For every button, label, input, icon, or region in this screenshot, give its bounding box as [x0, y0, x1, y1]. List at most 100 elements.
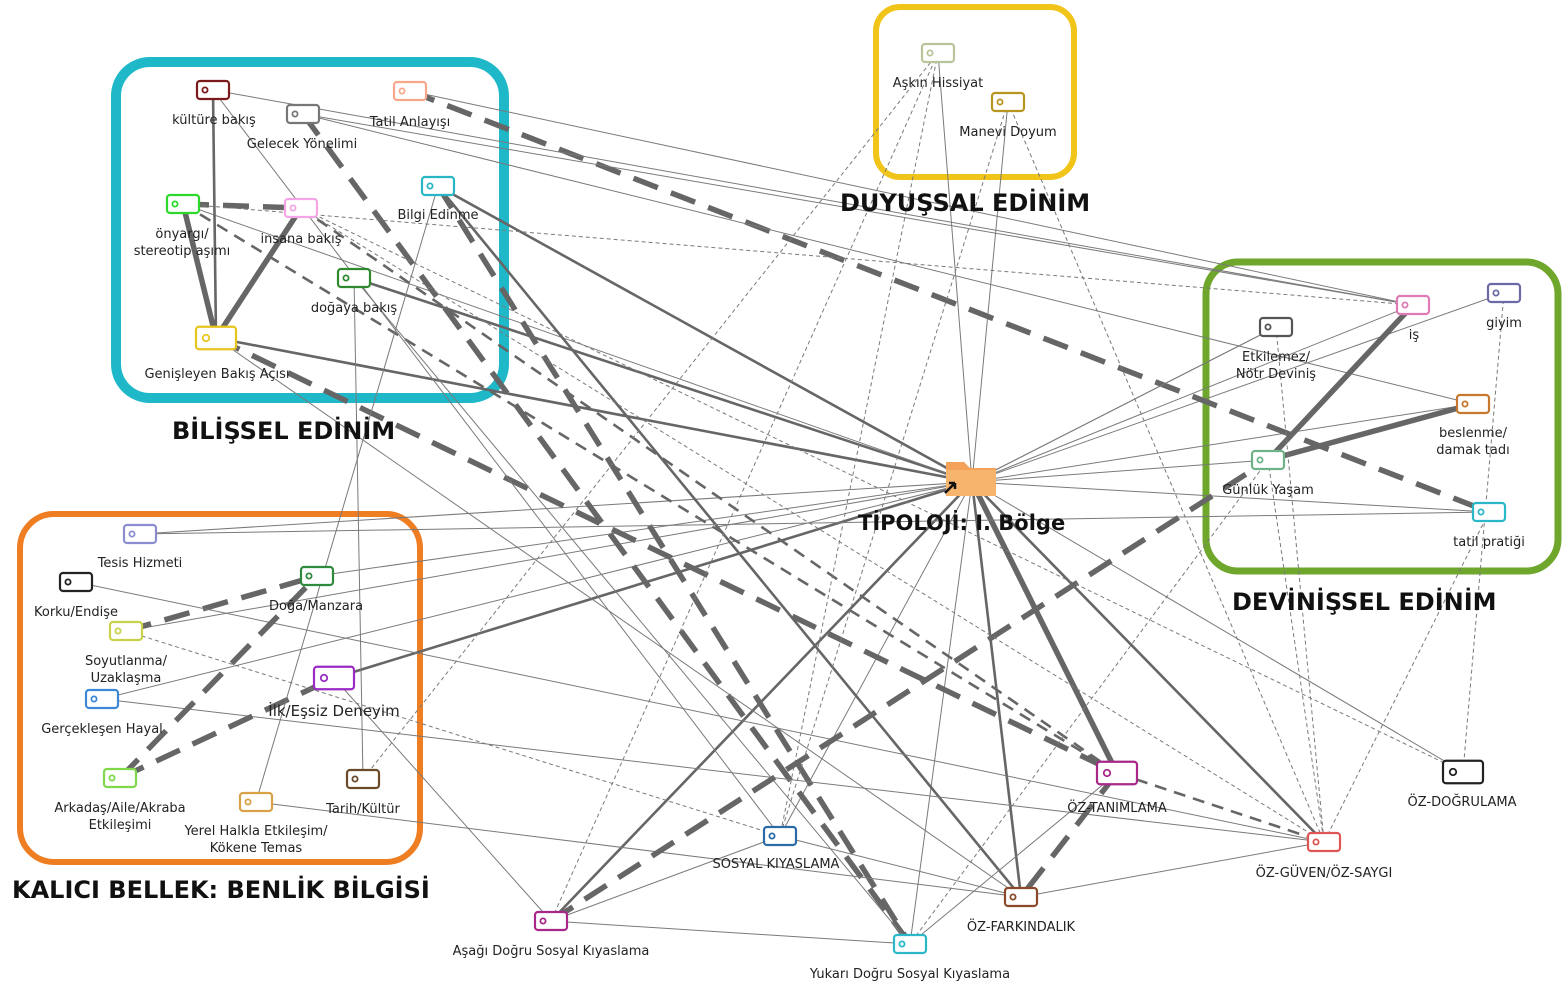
edge-kultur-is — [212, 89, 1414, 306]
node-bilgi[interactable]: Bilgi Edinme — [397, 175, 479, 223]
node-label-line: Etkileşimi — [89, 818, 152, 833]
node-doga[interactable]: Doğa/Manzara — [269, 565, 363, 614]
node-soyut[interactable]: Soyutlanma/Uzaklaşma — [85, 620, 168, 686]
code-tag-icon — [312, 665, 356, 691]
node-label-line: beslenme/ — [1439, 426, 1508, 441]
node-label-line: ÖZ-GÜVEN/ÖZ-SAYGI — [1256, 864, 1393, 881]
node-ozdog[interactable]: ÖZ-DOĞRULAMA — [1407, 759, 1517, 810]
node-label-line: insana bakış — [260, 232, 341, 247]
code-tag-icon — [299, 565, 335, 587]
group-box-devinissel — [1202, 258, 1562, 575]
node-gunluk[interactable]: Günlük Yaşam — [1222, 449, 1314, 498]
node-insana[interactable]: insana bakış — [260, 197, 342, 247]
node-label-oztan: ÖZ-TANIMLAMA — [1067, 799, 1167, 816]
node-label-korku: Korku/Endişe — [34, 605, 118, 620]
node-gelecek[interactable]: Gelecek Yönelimi — [247, 103, 357, 152]
edge-bilgi-center — [437, 184, 973, 484]
edge-bilgi-yukari — [435, 184, 913, 946]
edge-gunluk-beslenme — [1267, 401, 1474, 463]
code-tag-icon — [420, 175, 456, 197]
code-tag-icon — [533, 910, 569, 932]
edge-manevi-center — [971, 101, 1009, 483]
node-sosyal[interactable]: SOSYAL KIYASLAMA — [713, 825, 840, 872]
node-label-line: Arkadaş/Aile/Akraba — [54, 801, 185, 816]
node-label-insana: insana bakış — [260, 232, 341, 247]
edge-oztan-ozfar — [1018, 771, 1120, 899]
edge-etkilemez-center — [971, 326, 1277, 483]
edge-ilk-asagi — [333, 677, 552, 922]
node-label-line: tatil pratiği — [1453, 535, 1525, 550]
node-label-line: Uzaklaşma — [91, 671, 162, 686]
edge-gunluk-ozguv — [1267, 459, 1325, 843]
code-tag-icon — [165, 193, 201, 215]
node-korku[interactable]: Korku/Endişe — [34, 571, 118, 620]
node-label-line: ÖZ-TANIMLAMA — [1067, 799, 1167, 816]
node-askin[interactable]: Aşkın Hissiyat — [893, 42, 983, 91]
node-kultur[interactable]: kültüre bakış — [172, 79, 256, 128]
node-ozfar[interactable]: ÖZ-FARKINDALIK — [967, 886, 1076, 935]
edge-oztan-center — [969, 480, 1120, 775]
node-label-sosyal: SOSYAL KIYASLAMA — [713, 857, 840, 872]
code-tag-icon — [283, 197, 319, 219]
code-tag-icon — [194, 325, 238, 351]
node-gercek[interactable]: Gerçekleşen Hayal — [41, 688, 163, 737]
code-tag-icon — [238, 791, 274, 813]
node-etkilemez[interactable]: Etkilemez/Nötr Deviniş — [1236, 316, 1316, 382]
edge-doga-center — [316, 481, 973, 577]
code-tag-icon — [122, 523, 158, 545]
center-node[interactable]: TİPOLOJİ: I. Bölge — [858, 462, 1065, 535]
node-is[interactable]: iş — [1395, 294, 1431, 343]
node-label-line: Tesis Hizmeti — [97, 556, 183, 571]
node-label-line: Etkilemez/ — [1242, 350, 1311, 365]
node-onyargi[interactable]: önyargı/stereotip aşımı — [134, 193, 231, 259]
node-label-etkilemez: Etkilemez/Nötr Deviniş — [1236, 350, 1316, 382]
node-asagi[interactable]: Aşağı Doğru Sosyal Kıyaslama — [453, 910, 650, 959]
node-tesis[interactable]: Tesis Hizmeti — [97, 523, 183, 571]
node-label-kultur: kültüre bakış — [172, 113, 256, 128]
node-tatilp[interactable]: tatil pratiği — [1453, 501, 1525, 550]
node-tarih[interactable]: Tarih/Kültür — [325, 768, 401, 817]
node-label-line: önyargı/ — [155, 227, 209, 242]
code-tag-icon — [84, 688, 120, 710]
node-label-giyim: giyim — [1486, 316, 1522, 331]
group-title-devinissel: DEVİNİŞSEL EDİNİM — [1232, 587, 1497, 616]
edge-sosyal-asagi — [550, 835, 781, 922]
node-yukari[interactable]: Yukarı Doğru Sosyal Kıyaslama — [809, 933, 1010, 982]
edge-tesis-center — [139, 481, 973, 535]
code-tag-icon — [58, 571, 94, 593]
edge-ozguv-insana — [300, 207, 1325, 843]
node-label-ozguv: ÖZ-GÜVEN/ÖZ-SAYGI — [1256, 864, 1393, 881]
node-dogaya[interactable]: doğaya bakış — [311, 267, 398, 316]
node-label-yerel: Yerel Halkla Etkileşim/Kökene Temas — [183, 824, 328, 856]
node-label-bilgi: Bilgi Edinme — [397, 208, 478, 223]
edge-asagi-yukari — [550, 920, 911, 945]
node-label-line: Gerçekleşen Hayal — [41, 722, 163, 737]
edge-yukari-center — [909, 481, 973, 945]
edge-insana-oztan — [300, 206, 1118, 775]
edge-tatilp-ozguv — [1323, 511, 1490, 843]
node-giyim[interactable]: giyim — [1486, 282, 1522, 331]
node-yerel[interactable]: Yerel Halkla Etkileşim/Kökene Temas — [183, 791, 328, 856]
edge-yerel-ozfar — [255, 801, 1022, 898]
edge-gunluk-yukari — [909, 459, 1269, 945]
edge-tesis-tatilp — [139, 511, 1490, 535]
node-beslenme[interactable]: beslenme/damak tadı — [1436, 393, 1510, 458]
node-label-line: stereotip aşımı — [134, 244, 231, 259]
node-manevi[interactable]: Manevi Doyum — [959, 91, 1057, 140]
edge-askin-asagi — [550, 52, 939, 922]
node-ilk[interactable]: İlk/Eşsiz Deneyim — [268, 665, 400, 720]
node-label-tatilp: tatil pratiği — [1453, 535, 1525, 550]
edge-giyim-ozdog — [1462, 292, 1505, 773]
node-oztan[interactable]: ÖZ-TANIMLAMA — [1067, 760, 1167, 816]
node-tatil[interactable]: Tatil Anlayışı — [369, 80, 451, 130]
code-tag-icon — [108, 620, 144, 642]
node-label-line: damak tadı — [1436, 443, 1509, 458]
edge-tatil-is — [409, 90, 1414, 306]
node-genis[interactable]: Genişleyen Bakış Açısı — [144, 325, 290, 382]
code-tag-icon — [195, 79, 231, 101]
edge-ozfar-ozguv — [1020, 841, 1325, 898]
node-label-gercek: Gerçekleşen Hayal — [41, 722, 163, 737]
node-ozguv[interactable]: ÖZ-GÜVEN/ÖZ-SAYGI — [1256, 831, 1393, 881]
edge-is-gelecek — [302, 113, 1414, 306]
